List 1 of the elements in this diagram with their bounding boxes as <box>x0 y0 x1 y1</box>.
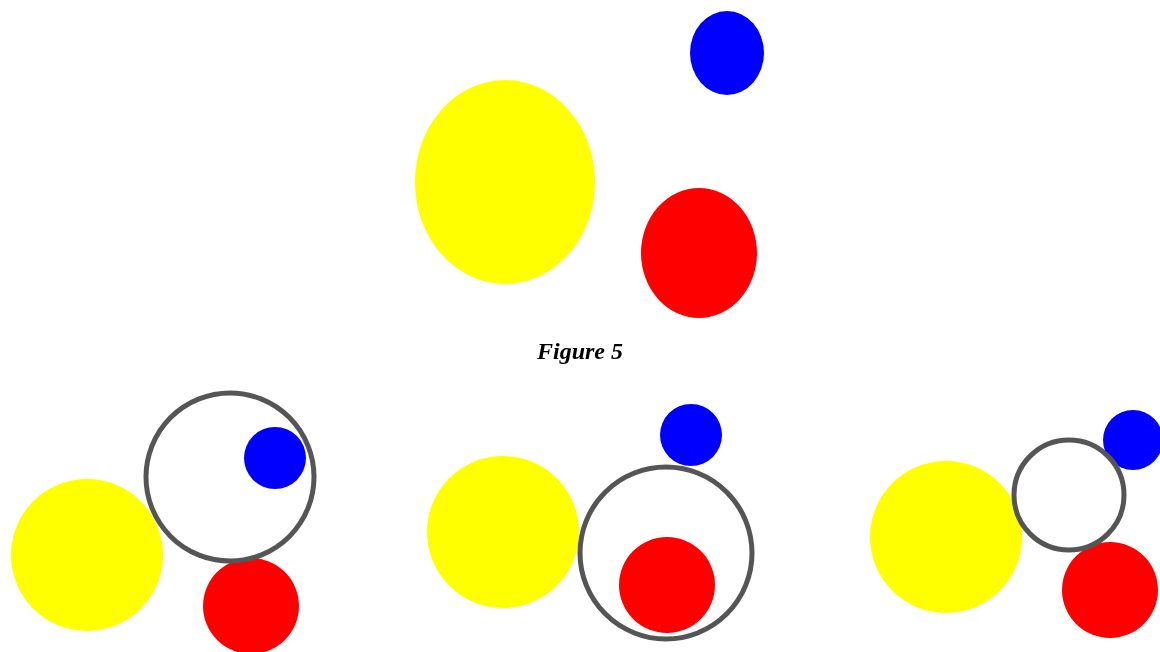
figure-caption: Figure 5 <box>537 338 623 364</box>
